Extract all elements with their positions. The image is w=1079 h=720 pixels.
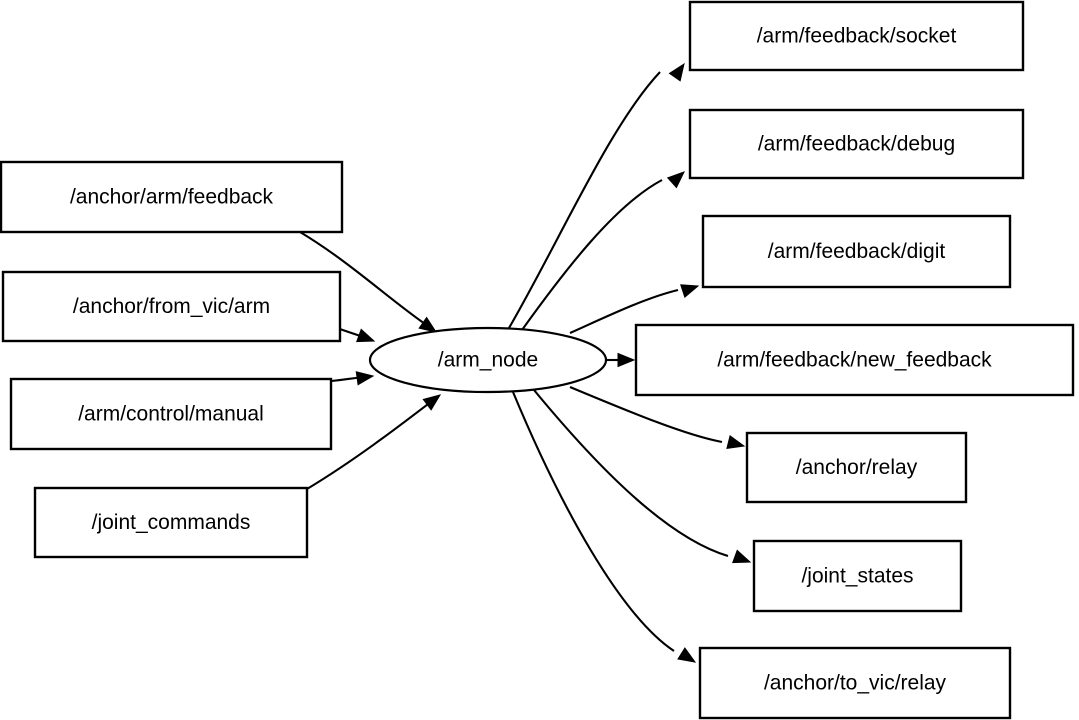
- edge-arm-node-to-anchor-relay: [569, 386, 746, 450]
- topic-box-rect[interactable]: [634, 323, 1075, 397]
- edge-line: [521, 179, 663, 331]
- arm-node-ellipse[interactable]: [368, 326, 608, 394]
- topic-box-rect[interactable]: [701, 214, 1012, 289]
- topic-box-label: /arm/feedback/debug: [758, 133, 955, 156]
- edge-line: [569, 288, 679, 334]
- edges-layer: [299, 62, 752, 663]
- topic-box-rect[interactable]: [9, 377, 333, 451]
- topic-box-rect[interactable]: [745, 431, 968, 504]
- topic-box-rect[interactable]: [752, 539, 963, 613]
- arrow-head-icon: [666, 171, 685, 189]
- topic-box-anchor-arm-feedback[interactable]: /anchor/arm/feedback: [0, 160, 344, 234]
- topic-box-arm-control-manual[interactable]: /arm/control/manual: [9, 377, 333, 451]
- topic-box-label: /arm/control/manual: [78, 403, 264, 426]
- topic-box-arm-feedback-digit[interactable]: /arm/feedback/digit: [701, 214, 1012, 289]
- topic-box-label: /arm/feedback/socket: [757, 25, 957, 48]
- edge-anchor-from-vic-arm-to-arm-node: [339, 328, 376, 343]
- arm-node-label: /arm_node: [438, 349, 538, 372]
- edge-arm-node-to-arm-feedback-socket: [508, 62, 685, 329]
- topic-box-rect[interactable]: [33, 486, 309, 559]
- center-node-layer: /arm_node: [368, 326, 608, 394]
- arrow-head-icon: [680, 284, 700, 298]
- topic-box-arm-feedback-debug[interactable]: /arm/feedback/debug: [688, 108, 1025, 180]
- topic-box-label: /joint_states: [801, 565, 913, 588]
- topic-box-rect[interactable]: [698, 646, 1012, 720]
- topic-box-label: /anchor/arm/feedback: [70, 186, 274, 209]
- edge-line: [306, 400, 433, 490]
- edge-arm-node-to-arm-feedback-new-feedback: [606, 352, 636, 368]
- topic-box-joint-states[interactable]: /joint_states: [752, 539, 963, 613]
- edge-arm-node-to-arm-feedback-debug: [521, 171, 685, 331]
- arrow-head-icon: [356, 328, 376, 343]
- edge-arm-control-manual-to-arm-node: [330, 371, 375, 386]
- edge-anchor-arm-feedback-to-arm-node: [299, 231, 438, 333]
- topic-box-rect[interactable]: [688, 108, 1025, 180]
- topic-box-anchor-to-vic-relay[interactable]: /anchor/to_vic/relay: [698, 646, 1012, 720]
- edge-arm-node-to-arm-feedback-digit: [569, 284, 700, 334]
- arrow-head-icon: [418, 316, 438, 333]
- arrow-head-icon: [677, 647, 697, 663]
- arrow-head-icon: [355, 371, 375, 386]
- edge-joint-commands-to-arm-node: [306, 394, 442, 490]
- arrow-head-icon: [726, 434, 746, 450]
- topic-box-arm-feedback-new-feedback[interactable]: /arm/feedback/new_feedback: [634, 323, 1075, 397]
- topic-box-label: /arm/feedback/digit: [768, 240, 946, 263]
- edge-line: [512, 391, 675, 652]
- topic-box-label: /arm/feedback/new_feedback: [717, 349, 992, 372]
- topic-box-rect[interactable]: [688, 0, 1025, 72]
- topic-box-rect[interactable]: [0, 160, 344, 234]
- edge-arm-node-to-anchor-to-vic-relay: [512, 391, 697, 663]
- topic-box-label: /anchor/relay: [796, 456, 918, 479]
- edge-line: [569, 386, 723, 444]
- topic-box-label: /joint_commands: [92, 511, 251, 534]
- edge-line: [533, 389, 729, 558]
- edge-arm-node-to-joint-states: [533, 389, 752, 564]
- topic-box-anchor-relay[interactable]: /anchor/relay: [745, 431, 968, 504]
- edge-line: [508, 71, 661, 329]
- topic-box-arm-feedback-socket[interactable]: /arm/feedback/socket: [688, 0, 1025, 72]
- topic-box-label: /anchor/from_vic/arm: [73, 295, 270, 318]
- arrow-head-icon: [668, 62, 685, 82]
- topic-box-rect[interactable]: [1, 270, 342, 343]
- topic-box-label: /anchor/to_vic/relay: [764, 672, 947, 695]
- arrow-head-icon: [617, 352, 636, 368]
- arrow-head-icon: [732, 549, 752, 564]
- arrow-head-icon: [422, 394, 442, 411]
- edge-line: [299, 231, 429, 327]
- topic-box-joint-commands[interactable]: /joint_commands: [33, 486, 309, 559]
- topic-box-anchor-from-vic-arm[interactable]: /anchor/from_vic/arm: [1, 270, 342, 343]
